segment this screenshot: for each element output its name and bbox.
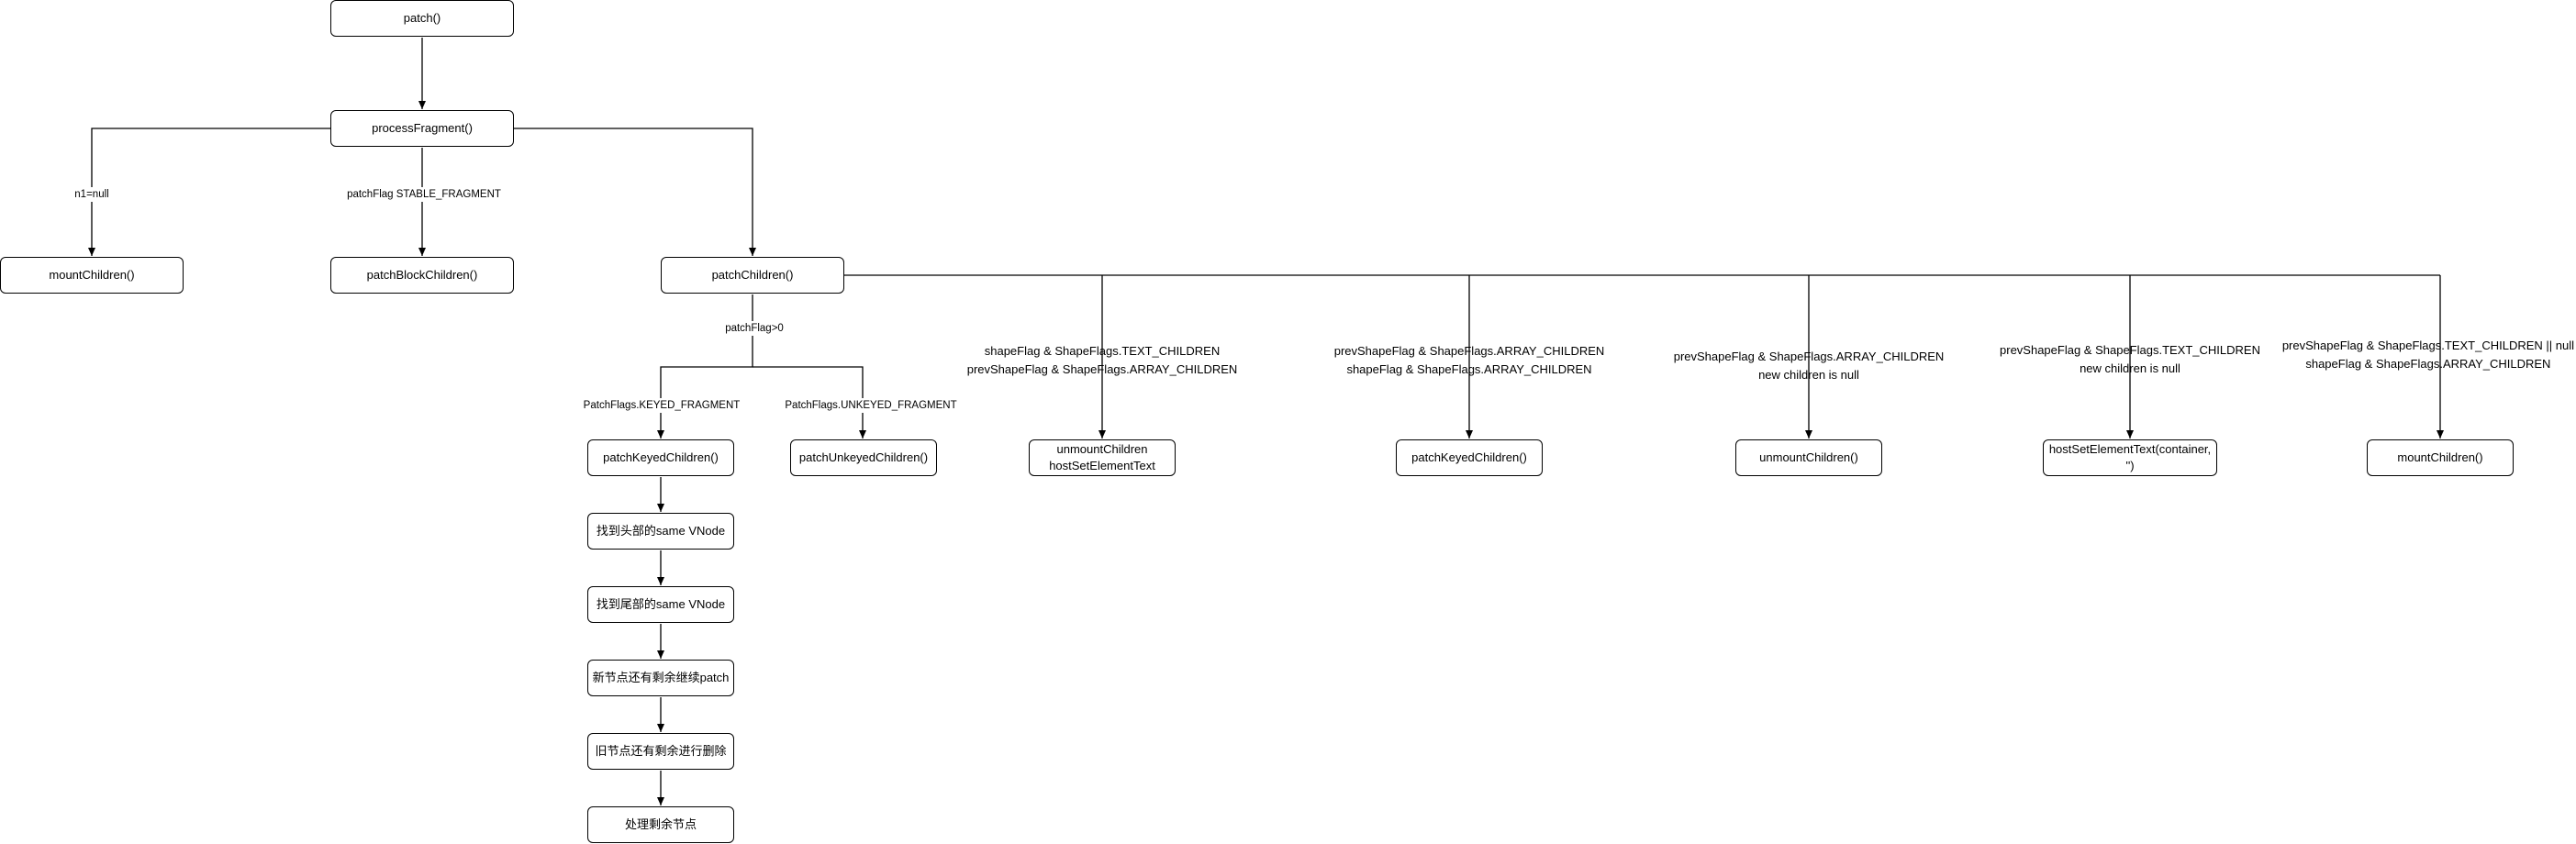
patchUnkeyedChildren-node: patchUnkeyedChildren() [790, 439, 937, 476]
processFragment-node-label: processFragment() [372, 121, 473, 135]
patch-node: patch() [330, 0, 514, 37]
cond1-line1: shapeFlag & ShapeFlags.TEXT_CHILDREN [984, 344, 1221, 358]
cond3-line2: new children is null [1758, 368, 1859, 382]
patchBlockChildren-node: patchBlockChildren() [330, 257, 514, 294]
unmountChildren-hostSetElementText-line1: unmountChildren [1056, 442, 1148, 456]
cond4-line2: new children is null [2080, 361, 2180, 375]
label-stable-fragment: patchFlag STABLE_FRAGMENT [347, 187, 501, 202]
patchKeyedChildren-node: patchKeyedChildren() [587, 439, 734, 476]
step-new-nodes-remaining-patch: 新节点还有剩余继续patch [587, 660, 734, 696]
cond4-line1: prevShapeFlag & ShapeFlags.TEXT_CHILDREN [2000, 343, 2260, 357]
patchChildren-node-label: patchChildren() [711, 268, 794, 282]
patch-node-label: patch() [403, 11, 441, 25]
step-find-tail-label: 找到尾部的same VNode [596, 597, 726, 611]
patchKeyedChildren-node-label: patchKeyedChildren() [603, 450, 719, 464]
cond2-line1: prevShapeFlag & ShapeFlags.ARRAY_CHILDRE… [1333, 344, 1605, 358]
edge-processFragment-to-patchChildren [514, 128, 756, 256]
processFragment-node: processFragment() [330, 110, 514, 147]
step-old-remaining-label: 旧节点还有剩余进行删除 [595, 744, 727, 758]
patchKeyedChildren-array-node-label: patchKeyedChildren() [1411, 450, 1527, 464]
cond1-line2: prevShapeFlag & ShapeFlags.ARRAY_CHILDRE… [966, 362, 1238, 376]
mountChildren-array-node-label: mountChildren() [2397, 450, 2483, 464]
step-find-head-same-vnode: 找到头部的same VNode [587, 513, 734, 550]
label-condition-text-null: prevShapeFlag & ShapeFlags.TEXT_CHILDREN… [2000, 341, 2260, 378]
label-condition-array-array: prevShapeFlag & ShapeFlags.ARRAY_CHILDRE… [1334, 342, 1605, 379]
patchChildren-node: patchChildren() [661, 257, 844, 294]
label-n1-null: n1=null [74, 187, 109, 202]
step-find-head-label: 找到头部的same VNode [596, 524, 726, 538]
patchKeyedChildren-array-node: patchKeyedChildren() [1396, 439, 1543, 476]
step-new-remaining-label: 新节点还有剩余继续patch [592, 671, 730, 684]
label-patchflag-gt0: patchFlag>0 [725, 321, 784, 336]
mountChildren-array-node: mountChildren() [2367, 439, 2514, 476]
hostSetElementText-node-label: hostSetElementText(container, '') [2048, 442, 2212, 472]
mountChildren-node-label: mountChildren() [49, 268, 135, 282]
unmountChildren-hostSetElementText-node: unmountChildren hostSetElementText [1029, 439, 1176, 476]
unmountChildren-hostSetElementText-line2: hostSetElementText [1049, 459, 1155, 472]
mountChildren-node: mountChildren() [0, 257, 184, 294]
cond2-line2: shapeFlag & ShapeFlags.ARRAY_CHILDREN [1346, 362, 1592, 376]
step-old-nodes-remaining-delete: 旧节点还有剩余进行删除 [587, 733, 734, 770]
label-keyed-fragment: PatchFlags.KEYED_FRAGMENT [583, 398, 741, 413]
cond5-line1: prevShapeFlag & ShapeFlags.TEXT_CHILDREN… [2281, 339, 2574, 352]
edge-patchChildren-to-unkeyed [753, 366, 866, 439]
label-condition-text-or-null-array: prevShapeFlag & ShapeFlags.TEXT_CHILDREN… [2282, 337, 2574, 373]
unmountChildren-node: unmountChildren() [1735, 439, 1882, 476]
cond3-line1: prevShapeFlag & ShapeFlags.ARRAY_CHILDRE… [1673, 350, 1945, 363]
cond5-line2: shapeFlag & ShapeFlags.ARRAY_CHILDREN [2305, 357, 2551, 371]
edge-patchChildren-split [657, 294, 753, 439]
label-condition-array-null: prevShapeFlag & ShapeFlags.ARRAY_CHILDRE… [1674, 348, 1945, 384]
label-condition-text-children: shapeFlag & ShapeFlags.TEXT_CHILDREN pre… [967, 342, 1238, 379]
edge-processFragment-to-mountChildren [88, 128, 330, 256]
unmountChildren-node-label: unmountChildren() [1759, 450, 1858, 464]
patchUnkeyedChildren-node-label: patchUnkeyedChildren() [798, 450, 929, 464]
step-find-tail-same-vnode: 找到尾部的same VNode [587, 586, 734, 623]
label-unkeyed-fragment: PatchFlags.UNKEYED_FRAGMENT [785, 398, 957, 413]
step-handle-remaining-label: 处理剩余节点 [624, 817, 697, 831]
patchBlockChildren-node-label: patchBlockChildren() [366, 268, 478, 282]
hostSetElementText-node: hostSetElementText(container, '') [2043, 439, 2217, 476]
step-handle-remaining-nodes: 处理剩余节点 [587, 806, 734, 843]
